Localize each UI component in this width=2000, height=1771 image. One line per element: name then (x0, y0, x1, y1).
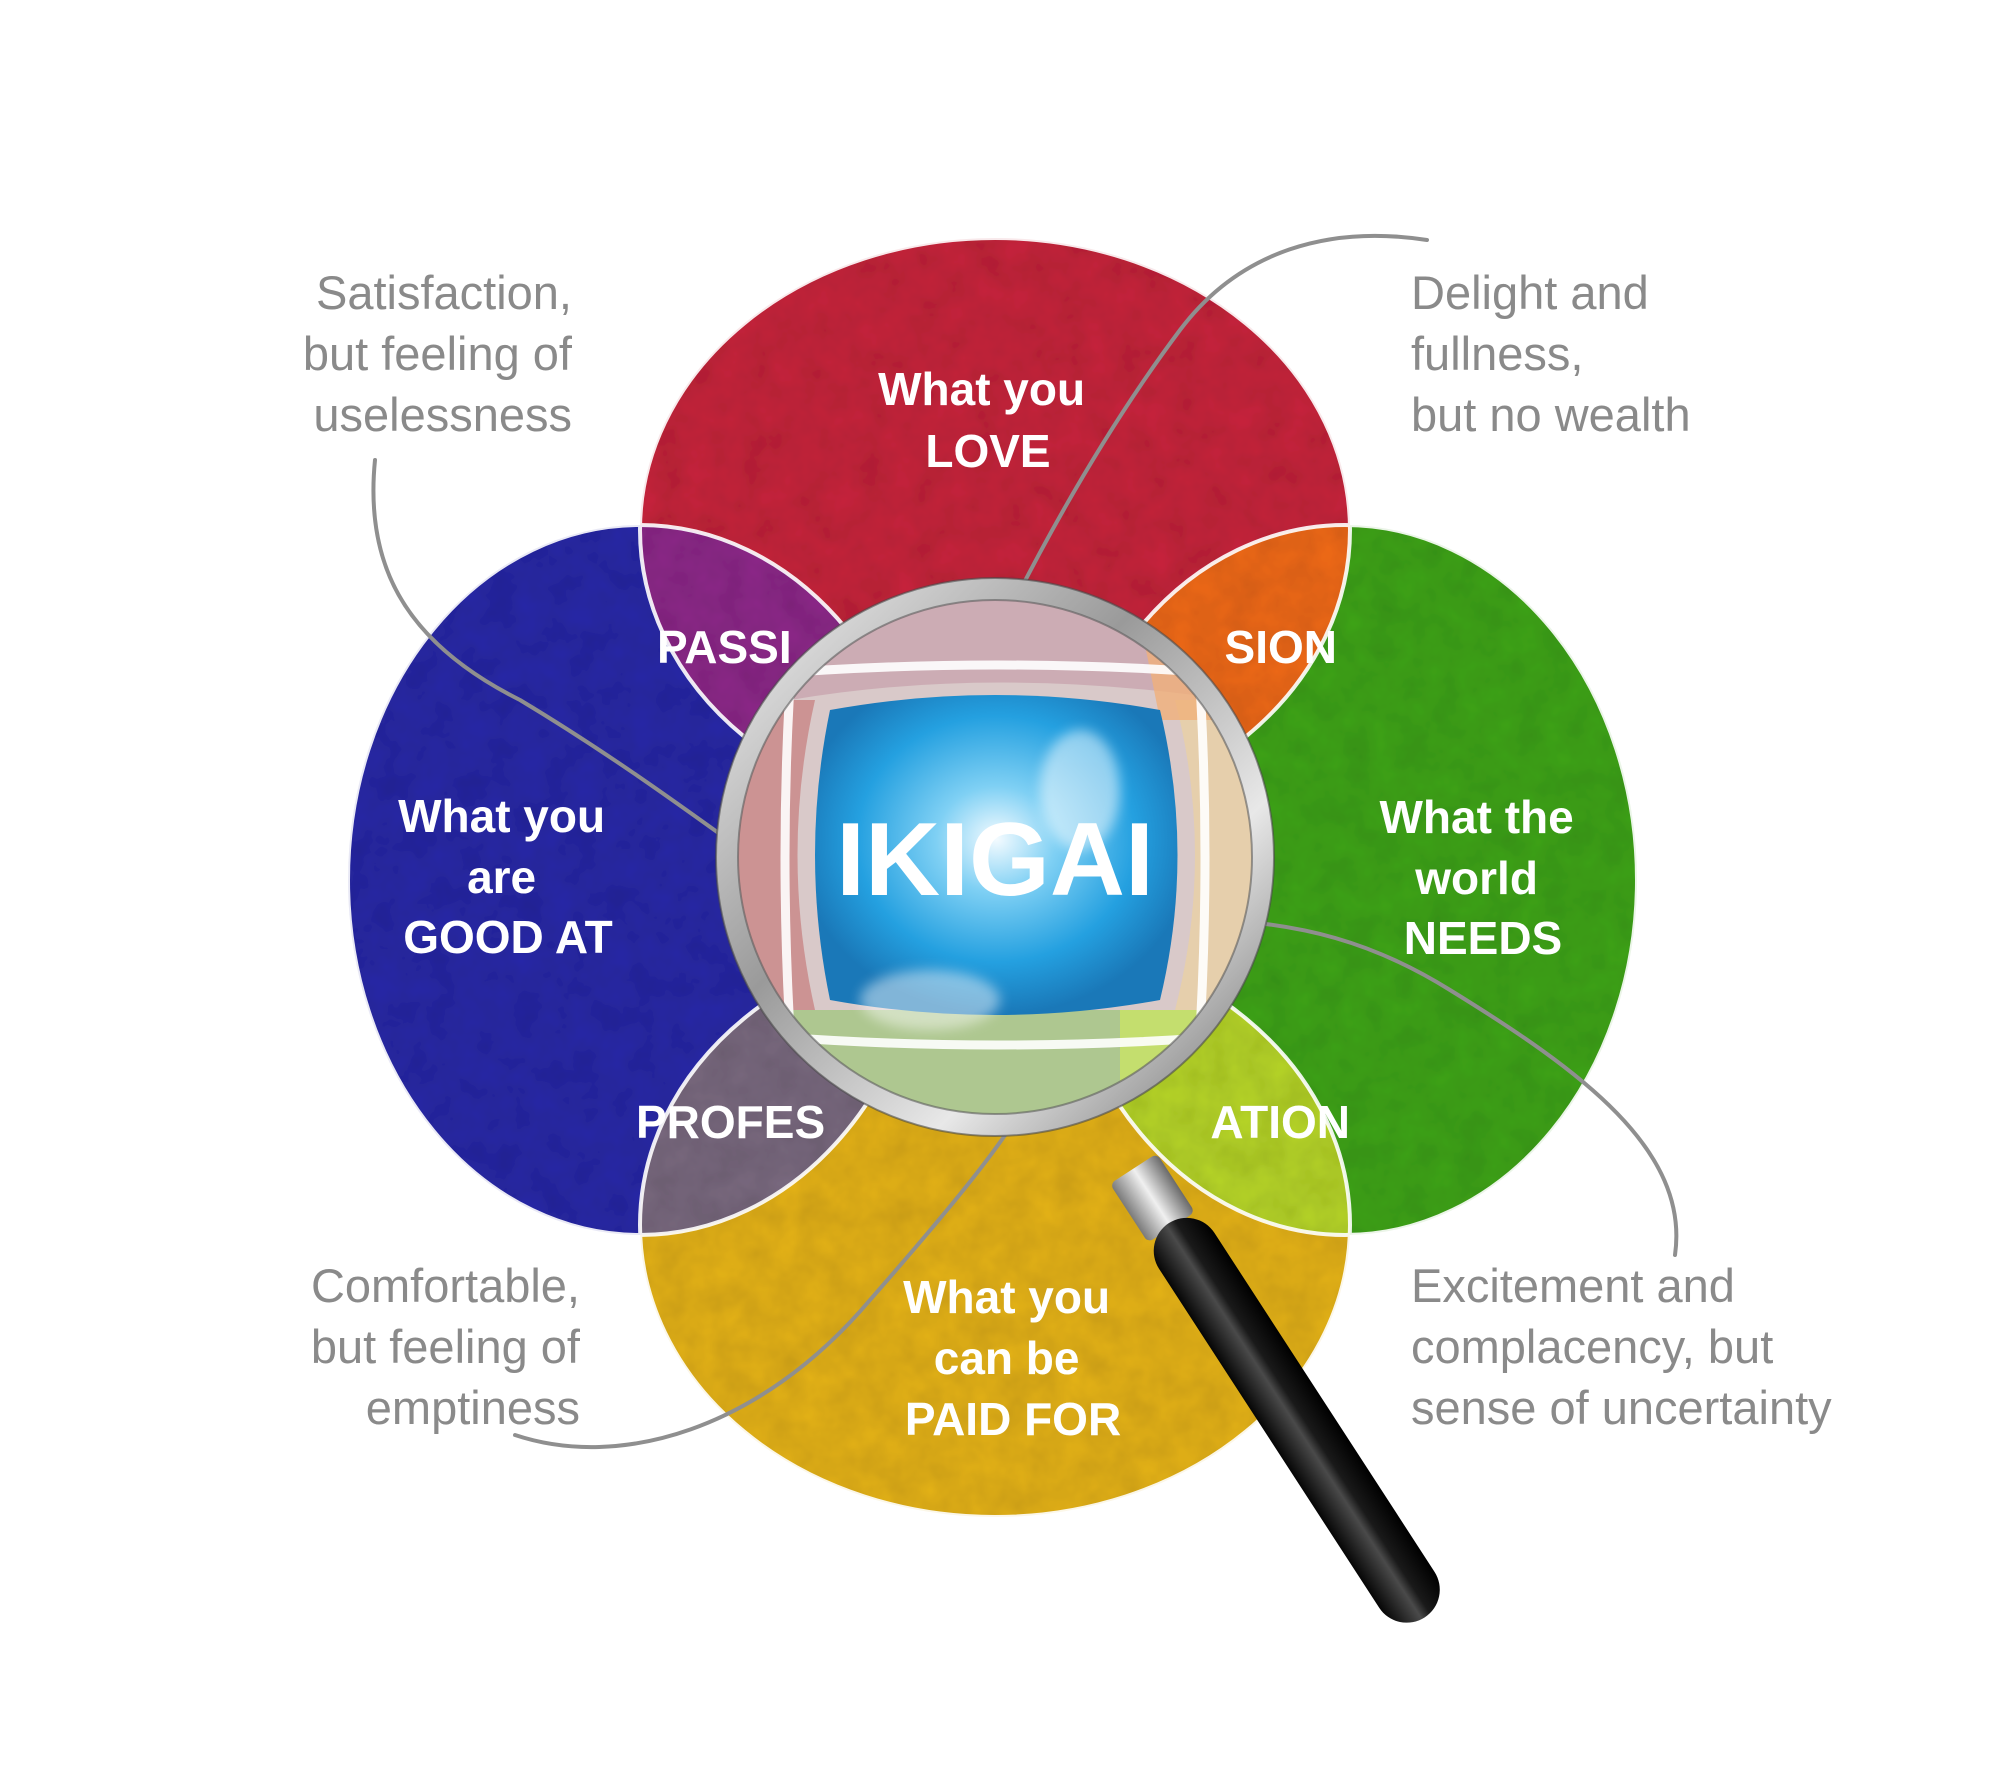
annotation-line: Delight and (1411, 266, 1649, 319)
label-mission: SION (1225, 621, 1337, 673)
annotation-top-left: Satisfaction, but feeling of uselessness (303, 262, 572, 445)
connector-top-left (371, 458, 772, 872)
label-world-needs: What the world NEEDS (1380, 791, 1587, 964)
label-passion: PASSI (657, 621, 792, 673)
annotation-line: uselessness (313, 388, 572, 441)
connector-bottom-left (513, 1118, 1017, 1450)
annotation-line: but no wealth (1411, 388, 1691, 441)
label-paid-for: What you can be PAID FOR (903, 1271, 1123, 1445)
overlap-profession (640, 933, 932, 1235)
label-profession: PROFES (636, 1096, 825, 1148)
magnifier-rim (716, 578, 1274, 1136)
annotation-line: Comfortable, (310, 1259, 580, 1312)
annotation-line: sense of uncertainty (1411, 1381, 1832, 1434)
annotation-line: emptiness (365, 1381, 580, 1434)
label-good-at: What you are GOOD AT (398, 790, 618, 963)
connector-top-right (1003, 233, 1429, 622)
connector-bottom-right (1223, 918, 1679, 1257)
magnifier-handle (1112, 1155, 1440, 1623)
annotation-line: Satisfaction, (315, 266, 572, 319)
annotation-line: Excitement and (1411, 1259, 1735, 1312)
annotation-bottom-left: Comfortable, but feeling of emptiness (311, 1255, 580, 1438)
label-vocation: ATION (1210, 1096, 1350, 1148)
annotation-bottom-right: Excitement and complacency, but sense of… (1411, 1255, 1832, 1438)
annotation-line: fullness, (1411, 327, 1584, 380)
center-label-ikigai: IKIGAI (836, 802, 1154, 918)
annotation-line: but feeling of (302, 327, 572, 380)
annotation-line: but feeling of (310, 1320, 580, 1373)
overlap-vocation (1053, 933, 1350, 1235)
connector-lines (371, 233, 1679, 1450)
label-love: What you LOVE (878, 363, 1098, 477)
annotation-top-right: Delight and fullness, but no wealth (1411, 262, 1691, 445)
annotation-line: complacency, but (1411, 1320, 1774, 1373)
